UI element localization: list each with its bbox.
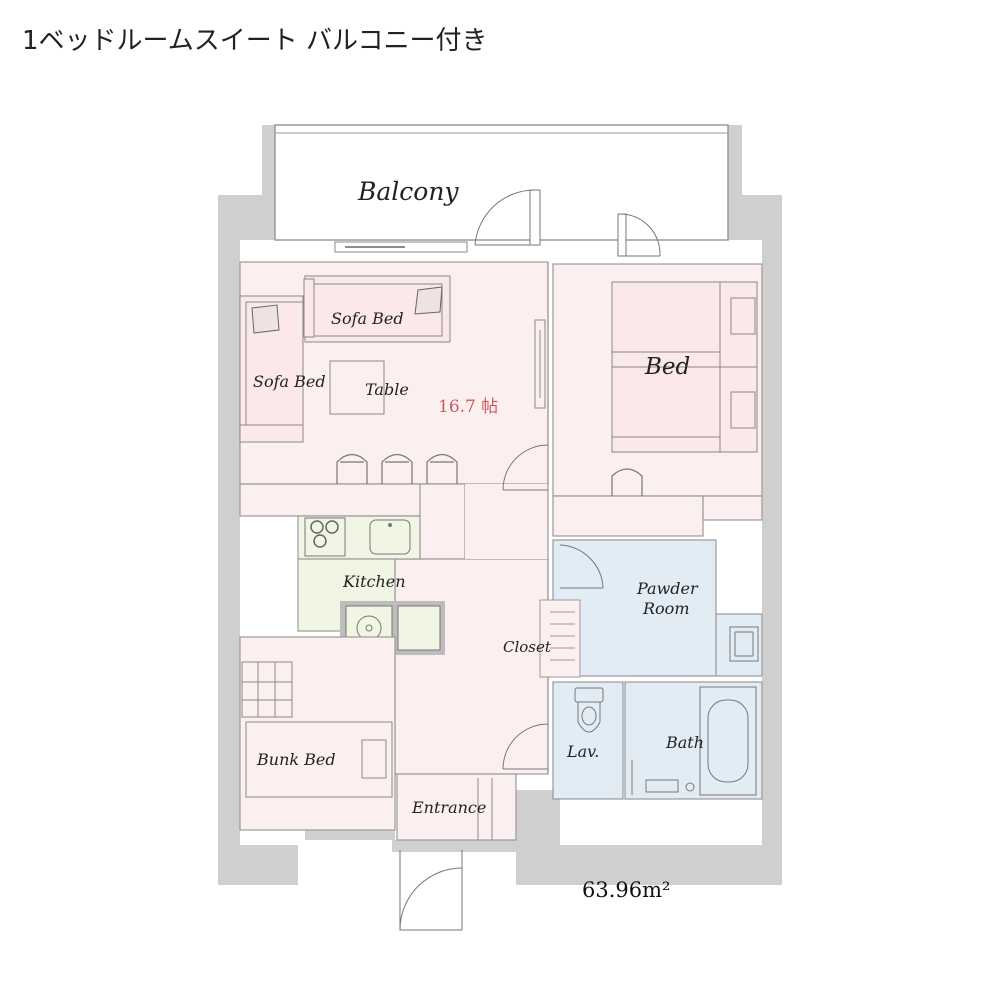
bath-label: Bath [665,733,704,752]
bunk-bed-area [239,636,396,831]
tatami-label: 16.7 帖 [438,397,498,417]
table [329,360,385,415]
sofa-bed-top-label: Sofa Bed [331,309,404,328]
bath [624,681,763,800]
balcony [274,124,729,253]
pillow-icon [251,286,443,334]
outer-walls [218,125,782,885]
lavatory [552,681,624,800]
entrance [396,773,517,841]
powder-room-label-2: Room [642,599,689,618]
dining-chairs [336,453,458,484]
closet-label: Closet [503,638,552,656]
entrance-label: Entrance [411,798,486,817]
powder-room-label-1: Pawder [636,579,699,598]
bedroom [552,263,763,537]
sofa-bed-left [239,295,304,443]
bed-label: Bed [644,354,690,380]
kitchen-label: Kitchen [342,572,406,591]
plan-title: 1ベッドルームスイート バルコニー付き [22,26,488,56]
lavatory-label: Lav. [566,742,599,761]
floor-area-label: 63.96m² [582,878,670,902]
closet [539,599,581,678]
doors [399,189,716,931]
sofa-bed-left-label: Sofa Bed [253,372,326,391]
bunk-bed-label: Bunk Bed [256,750,336,769]
balcony-label: Balcony [357,177,459,206]
table-label: Table [365,380,409,399]
